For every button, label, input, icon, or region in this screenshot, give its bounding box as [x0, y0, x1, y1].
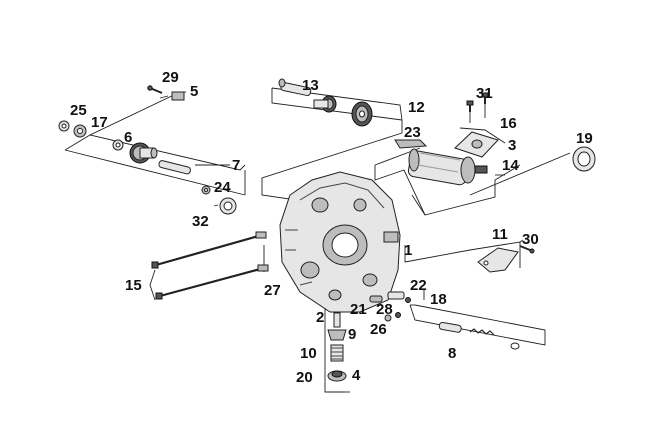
pin-2-icon: [333, 312, 341, 328]
callout-32: 32: [192, 213, 209, 230]
crankcase-1-icon: [279, 171, 401, 313]
callout-23: 23: [404, 124, 421, 141]
spring-10-icon: [330, 344, 344, 362]
seal-17-icon: [73, 124, 87, 138]
bearing-32-icon: [219, 197, 237, 215]
callout-31: 31: [476, 85, 493, 102]
dowel-21-icon: [369, 295, 383, 303]
dowel-22-icon: [387, 291, 405, 300]
callout-29: 29: [162, 69, 179, 86]
callout-9: 9: [348, 326, 356, 343]
group-outline-plug: [324, 300, 345, 393]
bolt-15b-icon: [155, 264, 269, 300]
leader-group-left: [64, 134, 91, 151]
callout-25: 25: [70, 102, 87, 119]
leader-group-bottom: [64, 149, 246, 196]
washer-24-icon: [201, 185, 211, 195]
bolt-31a-icon: [466, 100, 474, 112]
callout-18: 18: [430, 291, 447, 308]
callout-30: 30: [522, 231, 539, 248]
bolt-30-icon: [519, 245, 535, 254]
cover-16-icon: [454, 131, 499, 158]
gear-12-large-icon: [351, 101, 373, 127]
group-outline-gear-top: [271, 87, 403, 121]
leader-19: [469, 152, 571, 196]
callout-3: 3: [508, 137, 516, 154]
callout-6: 6: [124, 129, 132, 146]
bearing-19-icon: [572, 146, 596, 172]
washer-25-icon: [58, 120, 70, 132]
group-outline-bracket: [404, 241, 521, 268]
callout-11: 11: [492, 226, 508, 243]
leader-15: [149, 269, 156, 301]
bracket-23-icon: [394, 139, 428, 149]
callout-1: 1: [404, 242, 412, 259]
starter-motor-14-icon: [407, 148, 488, 186]
shifter-8-icon: [438, 321, 520, 350]
shaft-13-icon: [278, 78, 312, 97]
callout-8: 8: [448, 345, 456, 362]
leader-29: [159, 95, 169, 99]
leader-starter-housing: [411, 194, 426, 216]
parts: [58, 78, 596, 382]
clip-5-icon: [171, 91, 185, 101]
callout-labels: 1 2 3 4 5 6 7 8 9 10 11 12 13 14 15 16 1…: [70, 69, 593, 386]
callout-20: 20: [296, 369, 313, 386]
callout-2: 2: [316, 309, 324, 326]
callout-15: 15: [125, 277, 142, 294]
callout-14: 14: [502, 157, 519, 174]
bolt-29-icon: [147, 85, 163, 94]
pin-28-icon: [395, 297, 411, 318]
washer-6-icon: [112, 139, 124, 151]
plug-20-icon: [327, 370, 347, 382]
bracket-11-icon: [477, 247, 519, 273]
bolt-15a-icon: [151, 231, 267, 269]
callout-4: 4: [352, 367, 361, 384]
callout-27: 27: [264, 282, 281, 299]
callout-21: 21: [350, 301, 367, 318]
leader-16: [459, 127, 506, 144]
callout-5: 5: [190, 83, 198, 100]
callout-16: 16: [500, 115, 517, 132]
bolt-31b-icon: [481, 92, 489, 104]
leader-32: [213, 204, 219, 207]
callout-17: 17: [91, 114, 108, 131]
callout-22: 22: [410, 277, 427, 294]
callout-24: 24: [214, 179, 231, 196]
plug-26-icon: [384, 314, 392, 322]
cap-9-icon: [327, 329, 347, 341]
group-outline-gear: [271, 88, 403, 121]
shaft-7-icon: [158, 160, 191, 175]
callout-28: 28: [376, 301, 393, 318]
gear-12-small-icon: [313, 95, 337, 113]
group-outline-shifter: [409, 304, 546, 346]
callout-26: 26: [370, 321, 387, 338]
callout-13: 13: [302, 77, 319, 94]
leader-30: [519, 239, 524, 243]
callout-12: 12: [408, 99, 425, 116]
callout-19: 19: [576, 130, 593, 147]
callout-7: 7: [232, 157, 240, 174]
group-outline-left-shaft: [88, 91, 246, 171]
gear-6-icon: [129, 142, 158, 164]
callout-10: 10: [300, 345, 317, 362]
